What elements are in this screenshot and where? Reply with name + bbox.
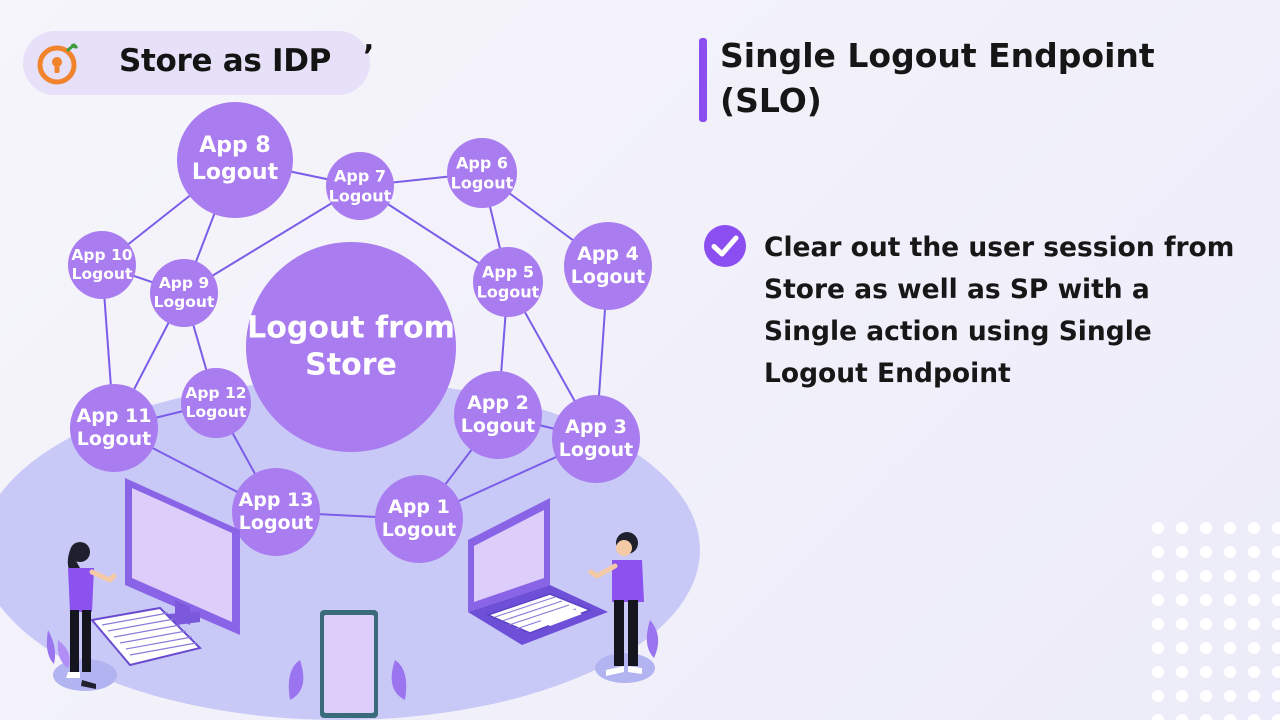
checkmark-circle-icon xyxy=(704,225,746,267)
grid-dot xyxy=(1200,666,1212,678)
woman-user-figure xyxy=(46,542,117,691)
center-logout-node xyxy=(246,242,456,452)
link-app7-app9 xyxy=(183,185,361,294)
node-label-app6: App 6 Logout xyxy=(450,153,514,192)
grid-dot xyxy=(1176,666,1188,678)
node-app9 xyxy=(150,259,218,327)
grid-dot xyxy=(1272,618,1280,630)
node-label-app7: App 7 Logout xyxy=(328,166,392,205)
grid-dot xyxy=(1152,546,1164,558)
node-app12 xyxy=(181,368,251,438)
node-app7 xyxy=(326,152,394,220)
feature-description: Clear out the user session from Store as… xyxy=(764,232,1235,389)
node-label-app13: App 13 Logout xyxy=(238,488,314,534)
node-app13 xyxy=(232,468,320,556)
center-logout-label: Logout from Store xyxy=(247,310,455,382)
grid-dot xyxy=(1272,714,1280,720)
grid-dot xyxy=(1200,714,1212,720)
desktop-computer-icon xyxy=(90,478,240,667)
grid-dot xyxy=(1248,570,1260,582)
grid-dot xyxy=(1200,522,1212,534)
laptop-computer-icon xyxy=(468,498,608,645)
grid-dot xyxy=(1248,594,1260,606)
grid-dot xyxy=(1272,522,1280,534)
nodes-layer xyxy=(68,102,652,563)
node-label-app9: App 9 Logout xyxy=(153,274,215,311)
node-label-app8: App 8 Logout xyxy=(191,133,279,185)
grid-dot xyxy=(1224,642,1236,654)
node-label-app10: App 10 Logout xyxy=(71,246,133,283)
node-app3 xyxy=(552,395,640,483)
grid-dot xyxy=(1248,666,1260,678)
node-app6 xyxy=(447,138,517,208)
node-label-app11: App 11 Logout xyxy=(76,404,152,450)
grid-dot xyxy=(1224,546,1236,558)
node-label-app3: App 3 Logout xyxy=(558,415,634,461)
node-label-app4: App 4 Logout xyxy=(570,242,646,288)
node-app1 xyxy=(375,475,463,563)
grid-dot xyxy=(1200,642,1212,654)
grid-dot xyxy=(1152,618,1164,630)
node-app4 xyxy=(564,222,652,310)
grid-dot xyxy=(1176,690,1188,702)
grid-dot xyxy=(1224,666,1236,678)
node-label-app12: App 12 Logout xyxy=(185,384,247,421)
node-label-app5: App 5 Logout xyxy=(476,262,540,301)
grid-dot xyxy=(1224,522,1236,534)
quote-mark: ’ xyxy=(363,39,375,74)
keyhole-logo-icon xyxy=(37,43,78,85)
grid-dot xyxy=(1224,570,1236,582)
grid-dot xyxy=(1176,618,1188,630)
grid-dot xyxy=(1152,522,1164,534)
grid-dot xyxy=(1272,570,1280,582)
grid-dot xyxy=(1272,666,1280,678)
page-title: Single Logout Endpoint (SLO) xyxy=(720,36,1155,120)
grid-dot xyxy=(1224,714,1236,720)
grid-dot xyxy=(1224,594,1236,606)
grid-dot xyxy=(1152,666,1164,678)
grid-dot xyxy=(1248,522,1260,534)
grid-dot xyxy=(1152,690,1164,702)
node-app8 xyxy=(177,102,293,218)
grid-dot xyxy=(1152,594,1164,606)
grid-dot xyxy=(1272,690,1280,702)
node-app11 xyxy=(70,384,158,472)
grid-dot xyxy=(1200,594,1212,606)
grid-dot xyxy=(1224,690,1236,702)
node-app10 xyxy=(68,231,136,299)
node-app5 xyxy=(473,247,543,317)
grid-dot xyxy=(1272,546,1280,558)
brand-badge: Store as IDP ’ xyxy=(23,31,374,95)
grid-dot xyxy=(1176,642,1188,654)
node-label-app2: App 2 Logout xyxy=(460,391,536,437)
grid-dot xyxy=(1176,570,1188,582)
grid-dot xyxy=(1248,714,1260,720)
node-app2 xyxy=(454,371,542,459)
grid-dot xyxy=(1200,546,1212,558)
grid-dot xyxy=(1224,618,1236,630)
node-label-app1: App 1 Logout xyxy=(381,495,457,541)
grid-dot xyxy=(1248,690,1260,702)
grid-dot xyxy=(1152,714,1164,720)
brand-name: Store as IDP xyxy=(119,43,332,79)
grid-dot xyxy=(1248,546,1260,558)
title-accent-bar xyxy=(699,38,707,122)
grid-dot xyxy=(1176,546,1188,558)
grid-dot xyxy=(1248,618,1260,630)
smartphone-icon xyxy=(288,610,407,718)
grid-dot xyxy=(1272,594,1280,606)
dot-grid-decoration xyxy=(1152,522,1280,720)
grid-dot xyxy=(1176,522,1188,534)
grid-dot xyxy=(1200,690,1212,702)
grid-dot xyxy=(1152,642,1164,654)
grid-dot xyxy=(1248,642,1260,654)
grid-dot xyxy=(1272,642,1280,654)
grid-dot xyxy=(1152,570,1164,582)
grid-dot xyxy=(1176,594,1188,606)
man-user-figure xyxy=(588,532,659,683)
grid-dot xyxy=(1200,570,1212,582)
grid-dot xyxy=(1176,714,1188,720)
grid-dot xyxy=(1200,618,1212,630)
